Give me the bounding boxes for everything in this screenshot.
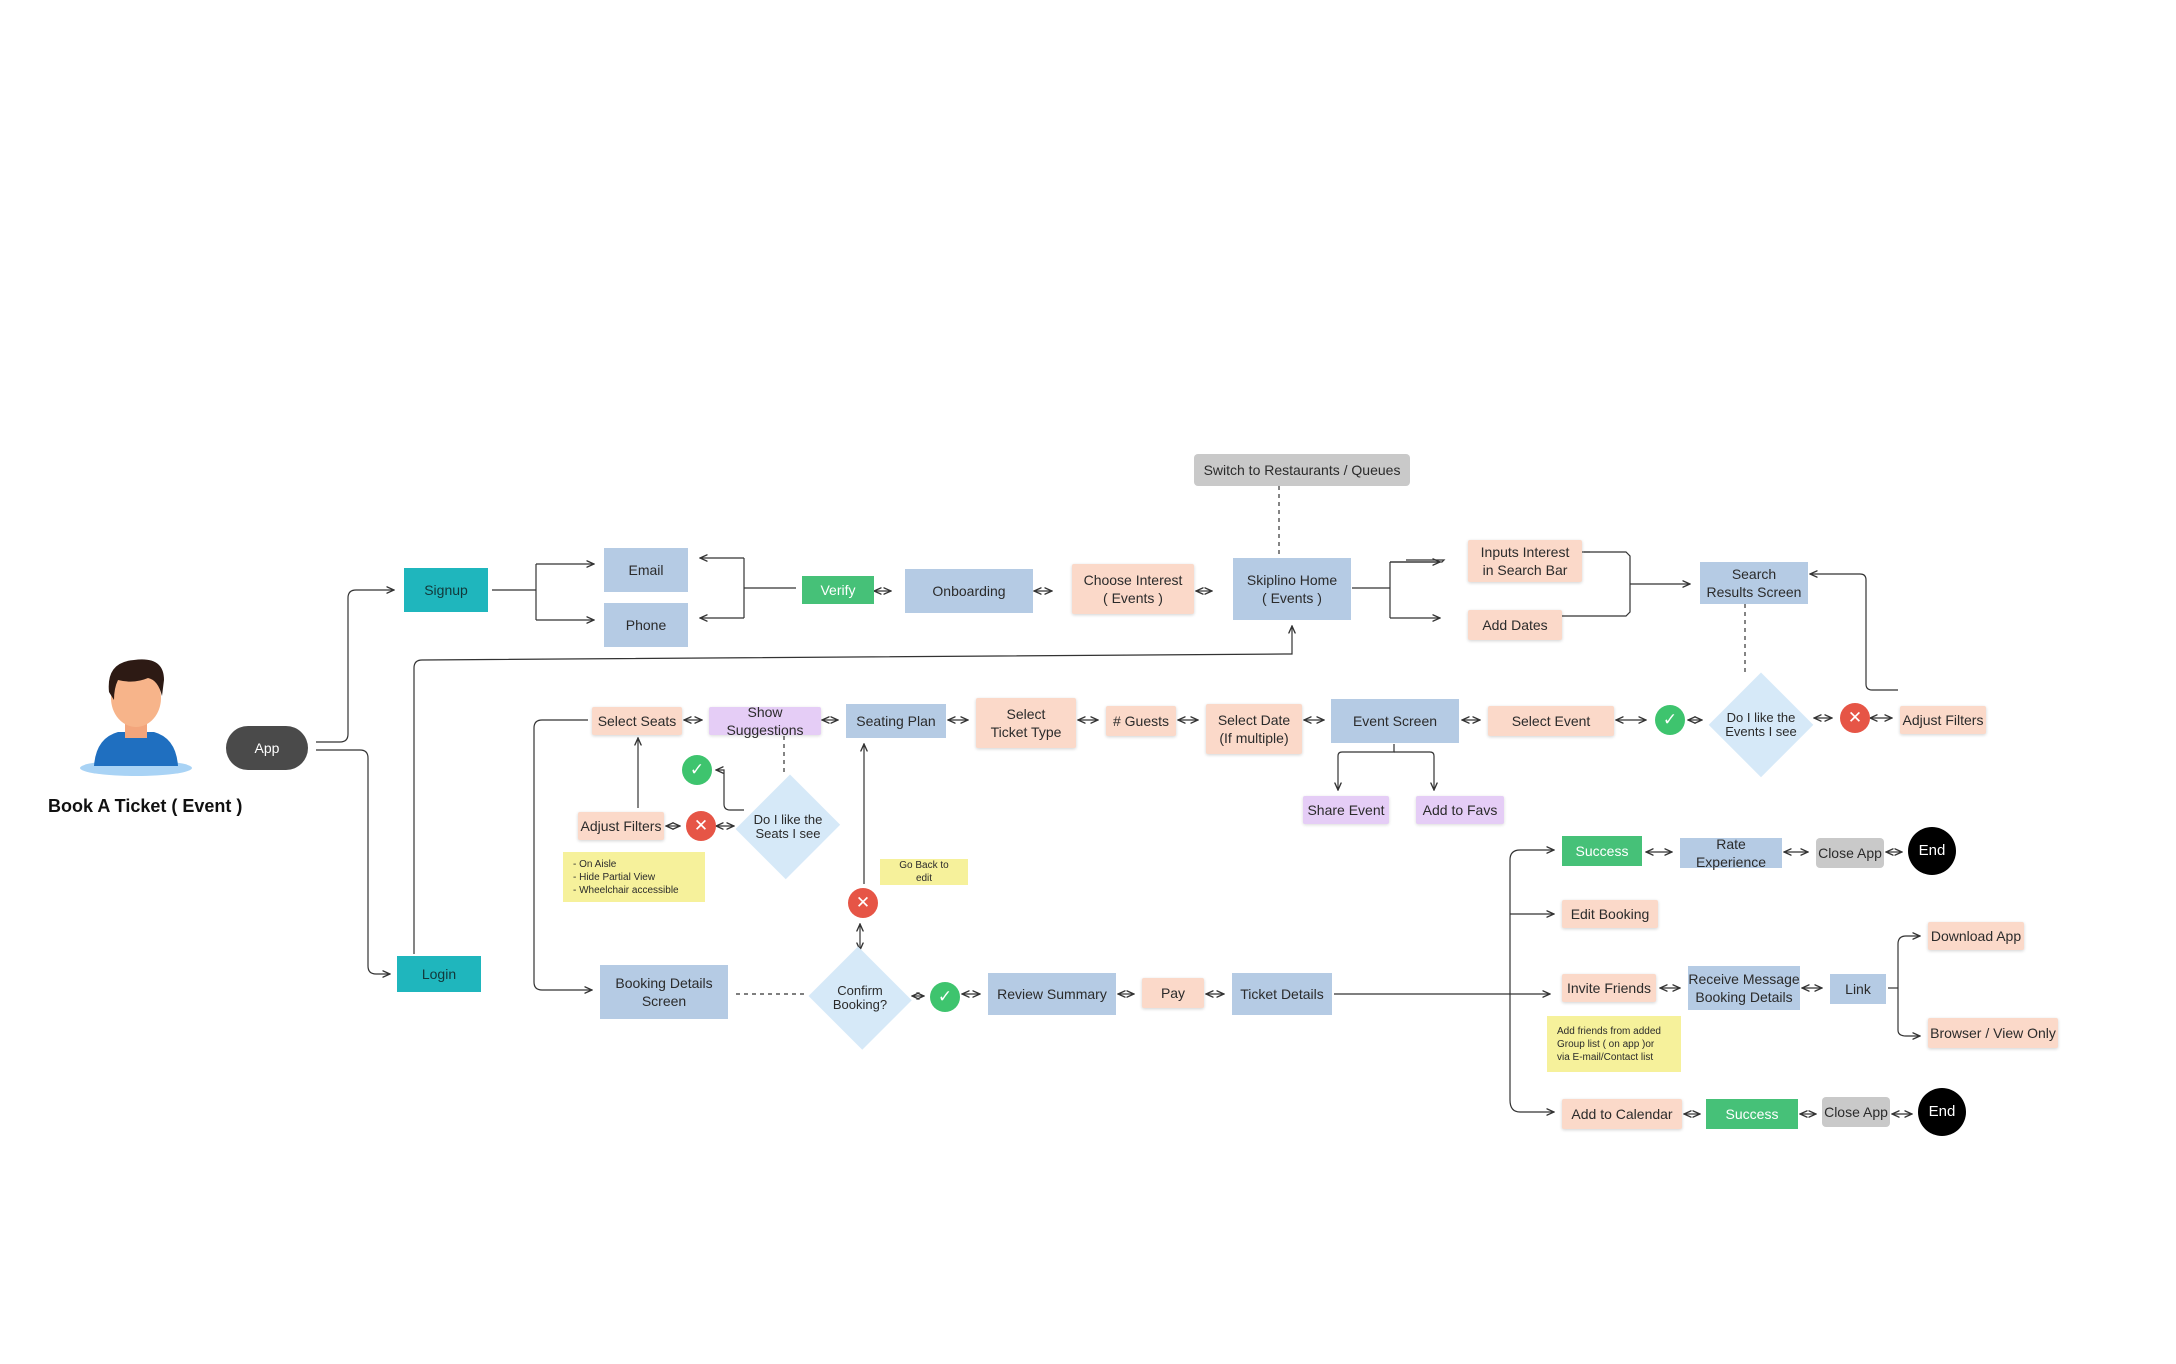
onboarding-node[interactable]: Onboarding: [905, 569, 1033, 613]
connector-line: [1897, 1029, 1920, 1036]
close-app-1-node[interactable]: Close App: [1816, 838, 1884, 868]
skiplino-home-node[interactable]: Skiplino Home ( Events ): [1233, 558, 1351, 620]
success-2-node[interactable]: Success: [1706, 1099, 1798, 1129]
edit-booking-node[interactable]: Edit Booking: [1562, 900, 1658, 928]
share-event-node[interactable]: Share Event: [1303, 796, 1389, 824]
app-node[interactable]: App: [226, 726, 308, 770]
select-date-node[interactable]: Select Date (If multiple): [1206, 704, 1302, 754]
like-seats-decision: Do I like the Seats I see: [735, 772, 841, 882]
add-dates-node[interactable]: Add Dates: [1468, 610, 1562, 640]
check-icon: ✓: [930, 982, 960, 1012]
ticket-details-node[interactable]: Ticket Details: [1232, 973, 1332, 1015]
receive-message-node[interactable]: Receive Message Booking Details: [1688, 966, 1800, 1010]
choose-interest-node[interactable]: Choose Interest ( Events ): [1072, 564, 1194, 614]
check-icon: ✓: [682, 755, 712, 785]
user-avatar-icon: [80, 659, 192, 776]
success-1-node[interactable]: Success: [1562, 836, 1642, 866]
show-suggestions-node[interactable]: Show Suggestions: [709, 704, 821, 738]
connector-line: [1810, 574, 1898, 691]
diagram-title: Book A Ticket ( Event ): [48, 796, 243, 816]
connector-line: [1338, 744, 1395, 790]
add-calendar-node[interactable]: Add to Calendar: [1562, 1099, 1682, 1129]
event-screen-node[interactable]: Event Screen: [1331, 699, 1459, 743]
pay-node[interactable]: Pay: [1142, 978, 1204, 1008]
inputs-interest-node[interactable]: Inputs Interest in Search Bar: [1468, 540, 1582, 582]
download-app-node[interactable]: Download App: [1928, 922, 2024, 950]
rate-experience-node[interactable]: Rate Experience: [1680, 836, 1782, 870]
close-app-2-node[interactable]: Close App: [1822, 1097, 1890, 1127]
switch-node[interactable]: Switch to Restaurants / Queues: [1194, 454, 1410, 486]
review-summary-node[interactable]: Review Summary: [988, 973, 1116, 1015]
email-node[interactable]: Email: [604, 548, 688, 592]
booking-details-node[interactable]: Booking Details Screen: [600, 965, 728, 1019]
like-events-decision: Do I like the Events I see: [1708, 672, 1814, 778]
go-back-note: Go Back to edit: [880, 859, 968, 885]
connector-line: [1394, 751, 1434, 790]
phone-node[interactable]: Phone: [604, 603, 688, 647]
guests-node[interactable]: # Guests: [1106, 706, 1176, 736]
confirm-booking-decision: Confirm Booking?: [806, 946, 914, 1050]
close-icon: ✕: [848, 888, 878, 918]
search-results-node[interactable]: Search Results Screen: [1700, 562, 1808, 604]
check-icon: ✓: [1655, 705, 1685, 735]
select-ticket-type-node[interactable]: Select Ticket Type: [976, 698, 1076, 748]
link-node[interactable]: Link: [1830, 974, 1886, 1004]
connector-line: [1509, 850, 1554, 861]
connector-line: [1509, 1099, 1554, 1112]
connector-line: [316, 749, 390, 974]
connector-line: [316, 590, 394, 743]
invite-friends-node[interactable]: Invite Friends: [1562, 974, 1656, 1002]
verify-node[interactable]: Verify: [802, 576, 874, 604]
select-event-node[interactable]: Select Event: [1488, 706, 1614, 736]
select-seats-node[interactable]: Select Seats: [592, 707, 682, 735]
seating-plan-node[interactable]: Seating Plan: [846, 704, 946, 738]
signup-node[interactable]: Signup: [404, 568, 488, 612]
connector-line: [1390, 559, 1446, 563]
add-favs-node[interactable]: Add to Favs: [1416, 796, 1504, 824]
filter-options-note: - On Aisle - Hide Partial View - Wheelch…: [563, 852, 705, 902]
invite-friends-note: Add friends from added Group list ( on a…: [1547, 1016, 1681, 1072]
browser-view-node[interactable]: Browser / View Only: [1928, 1018, 2058, 1048]
close-icon: ✕: [686, 811, 716, 841]
connector-line: [1897, 936, 1920, 945]
end-1-node[interactable]: End: [1908, 827, 1956, 875]
close-icon: ✕: [1840, 703, 1870, 733]
login-node[interactable]: Login: [397, 956, 481, 992]
adjust-filters-events-node[interactable]: Adjust Filters: [1900, 706, 1986, 734]
adjust-filters-seats-node[interactable]: Adjust Filters: [578, 812, 664, 840]
end-2-node[interactable]: End: [1918, 1088, 1966, 1136]
